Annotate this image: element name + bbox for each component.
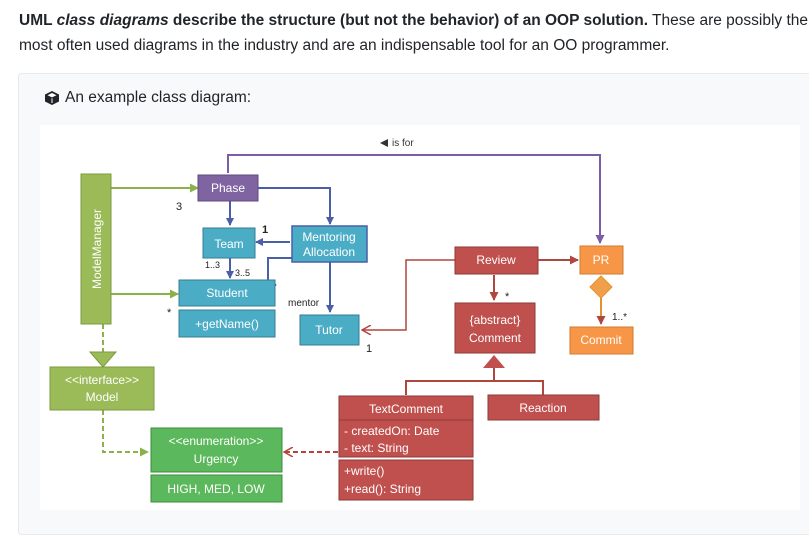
mentor-label: mentor: [288, 298, 320, 309]
is-for-direction-icon: [380, 139, 388, 147]
panel-heading-text: An example class diagram:: [65, 89, 252, 106]
pr-class: PR: [579, 245, 624, 275]
phase-mentoring-link: [258, 187, 334, 225]
mentoring-title-line1: Mentoring: [302, 230, 355, 244]
mult-1-team-label: 1: [262, 224, 268, 236]
comment-class: {abstract} Comment: [454, 302, 536, 354]
model-stereotype: <<interface>>: [65, 373, 139, 387]
box-icon: [44, 90, 60, 106]
class-diagram: is for 3 * 1 1..3 3..5 mentor 1 * 1..* M…: [49, 138, 634, 503]
mult-star-review-label: *: [505, 291, 510, 303]
team-title: Team: [214, 237, 243, 251]
realization-triangle-icon: [88, 351, 118, 368]
reaction-class: Reaction: [487, 394, 600, 421]
commit-class: Commit: [569, 326, 634, 355]
modelmanager-class: ModelManager: [80, 173, 112, 325]
phase-class: Phase: [197, 174, 259, 202]
commit-title: Commit: [580, 333, 622, 347]
mentoring-title-line2: Allocation: [303, 245, 355, 259]
textcomment-attr-createdon: - createdOn: Date: [344, 424, 440, 438]
model-title: Model: [86, 390, 119, 404]
student-title: Student: [206, 286, 248, 300]
comment-title: Comment: [469, 331, 522, 345]
textcomment-class: TextComment - createdOn: Date - text: St…: [338, 395, 474, 501]
is-for-label: is for: [392, 138, 414, 149]
textcomment-attr-text: - text: String: [344, 441, 409, 455]
mult-3-5-label: 3..5: [235, 268, 250, 278]
mentoring-allocation-class: Mentoring Allocation: [291, 225, 368, 263]
modelmanager-title: ModelManager: [90, 209, 104, 289]
comment-inheritance-branch: [405, 380, 544, 395]
team-class: Team: [202, 227, 256, 259]
mult-3-label: 3: [176, 201, 182, 213]
intro-bold-italic: class diagrams: [56, 12, 169, 29]
urgency-enum-class: <<enumeration>> Urgency HIGH, MED, LOW: [150, 427, 283, 503]
review-class: Review: [454, 246, 539, 275]
textcomment-method-write: +write(): [344, 464, 384, 478]
review-title: Review: [476, 253, 516, 267]
pr-title: PR: [593, 253, 610, 267]
is-for-association: [227, 154, 605, 244]
model-urgency-dependency: [102, 410, 149, 457]
tutor-title: Tutor: [315, 323, 343, 337]
reaction-title: Reaction: [519, 401, 566, 415]
student-class: Student +getName(): [178, 279, 276, 338]
intro-bold-prefix: UML: [19, 12, 57, 29]
mult-1-tutor-label: 1: [366, 343, 372, 355]
mult-1-star-label: 1..*: [612, 312, 627, 323]
intro-rest: These are possibly the most often used d…: [19, 12, 809, 54]
student-method: +getName(): [195, 317, 259, 331]
panel-heading: An example class diagram:: [44, 89, 251, 107]
urgency-stereotype: <<enumeration>>: [169, 434, 264, 448]
phase-title: Phase: [211, 181, 245, 195]
intro-paragraph: UML class diagrams describe the structur…: [19, 8, 809, 58]
tutor-class: Tutor: [299, 314, 360, 346]
textcomment-method-read: +read(): String: [344, 482, 421, 496]
review-tutor-link: [362, 259, 455, 330]
inheritance-triangle-icon: [483, 355, 505, 368]
model-interface-class: <<interface>> Model: [49, 366, 155, 411]
urgency-values: HIGH, MED, LOW: [167, 482, 265, 496]
urgency-title: Urgency: [194, 452, 239, 466]
textcomment-title: TextComment: [369, 402, 444, 416]
intro-bold-suffix: describe the structure (but not the beha…: [168, 12, 649, 29]
comment-stereotype: {abstract}: [470, 313, 521, 327]
mult-1-3-label: 1..3: [205, 260, 220, 270]
mult-star-student-label: *: [167, 307, 172, 319]
